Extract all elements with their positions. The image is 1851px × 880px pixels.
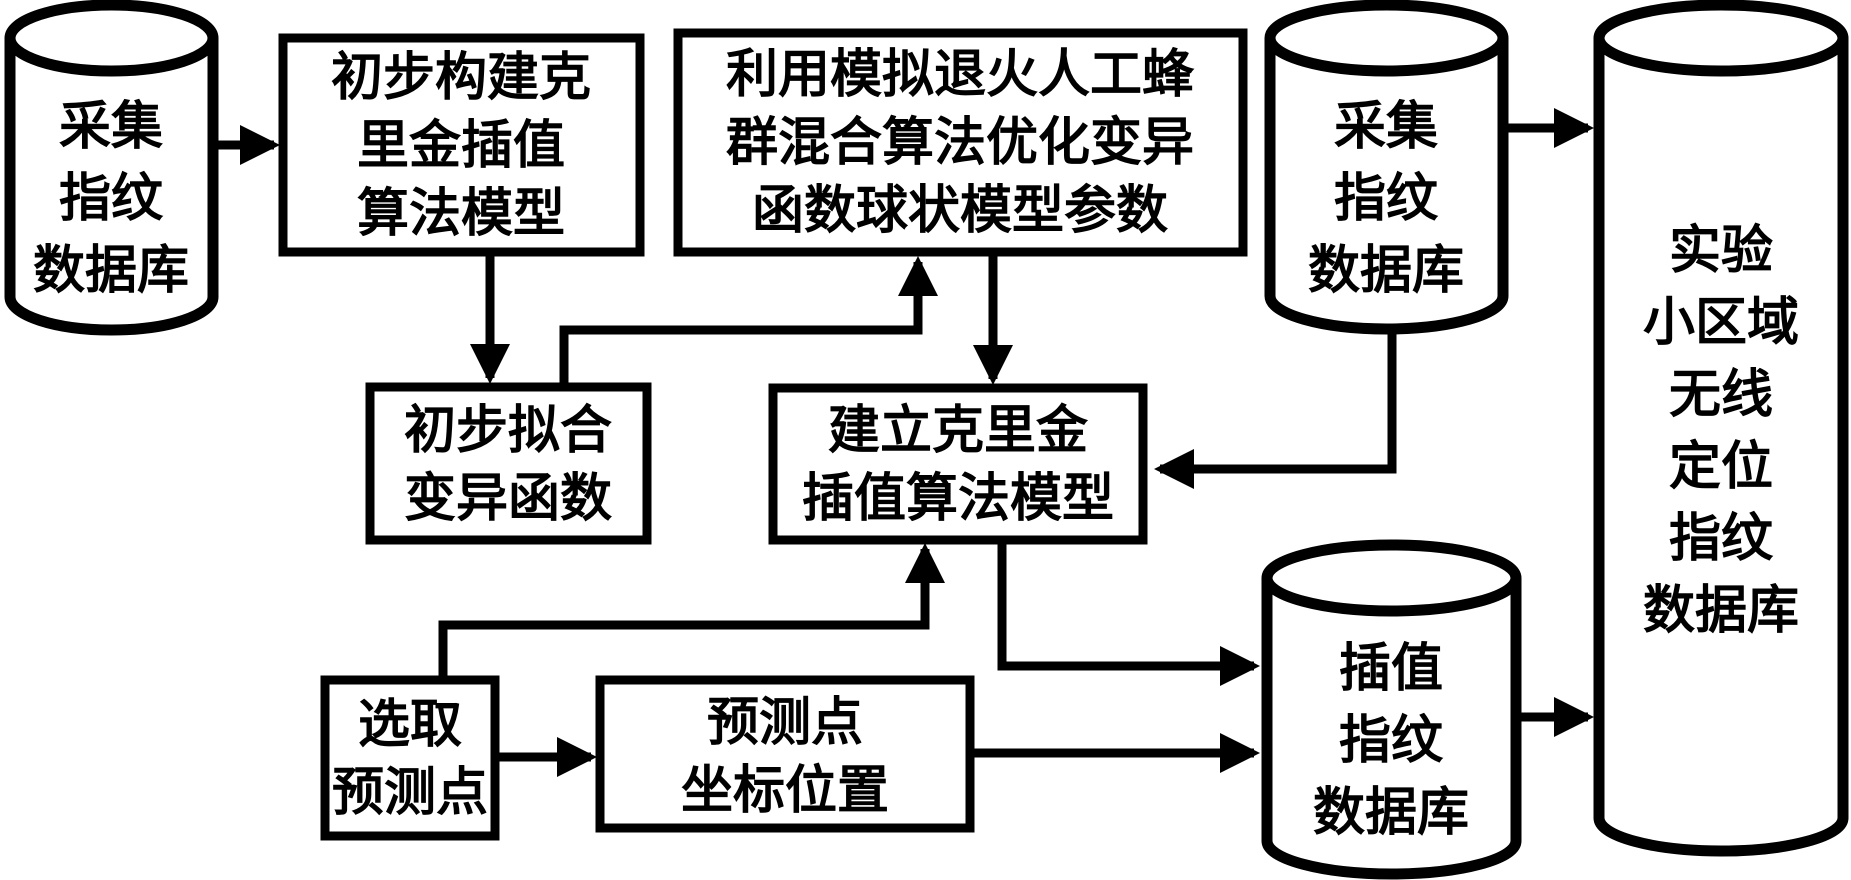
node-optimize-box: 利用模拟退火人工蜂 群混合算法优化变异 函数球状模型参数 [673, 28, 1248, 257]
node-experiment-db: 实验 小区域 无线 定位 指纹 数据库 [1593, 0, 1849, 857]
node-label-line: 插值 [1339, 638, 1443, 699]
process-box [320, 675, 500, 841]
arrows [215, 108, 1594, 777]
node-label-line: 变异函数 [404, 468, 612, 529]
process-box [595, 675, 975, 833]
node-establish-kriging-box: 建立克里金 插值算法模型 [768, 383, 1148, 545]
arrow-fit-box-to-optimize-box [559, 256, 938, 386]
node-label-line: 坐标位置 [681, 760, 889, 821]
database-cylinder-icon [1593, 38, 1849, 857]
node-label-line: 小区域 [1643, 292, 1799, 353]
database-cylinder-icon [4, 38, 219, 336]
node-label-line: 利用模拟退火人工蜂 [726, 44, 1195, 105]
node-label-line: 初步拟合 [404, 400, 612, 461]
node-label-line: 里金插值 [357, 115, 565, 176]
node-label-line: 采集 [59, 96, 163, 157]
node-label-line: 选取 [358, 694, 462, 755]
node-label-line: 定位 [1669, 436, 1773, 497]
database-cylinder-icon [1264, 38, 1509, 335]
node-label-line: 数据库 [1308, 240, 1464, 301]
arrow-establish-box-to-interp-db [997, 542, 1260, 686]
node-label-line: 算法模型 [357, 183, 565, 244]
database-cylinder-top [1593, 0, 1849, 77]
node-interp-db: 插值 指纹 数据库 [1261, 539, 1522, 880]
node-label-line: 指纹 [1669, 508, 1774, 569]
node-label-line: 采集 [1334, 96, 1438, 157]
node-label-line: 数据库 [33, 240, 189, 301]
database-cylinder-icon [1261, 578, 1522, 880]
node-collect-db-right: 采集 指纹 数据库 [1264, 0, 1509, 335]
process-box [768, 383, 1148, 545]
node-label-line: 预测点 [707, 692, 863, 753]
node-label-line: 插值算法模型 [802, 468, 1114, 529]
node-select-points-box: 选取 预测点 [320, 675, 500, 841]
node-label-line: 初步构建克 [331, 47, 591, 108]
node-label-line: 实验 [1669, 220, 1773, 281]
node-label-line: 建立克里金 [828, 400, 1089, 461]
node-label-line: 群混合算法优化变异 [726, 112, 1194, 173]
node-label-line: 数据库 [1313, 782, 1469, 843]
node-label-line: 数据库 [1643, 580, 1799, 641]
node-label-line: 无线 [1669, 364, 1773, 425]
arrow-select-box-to-establish-box [438, 543, 945, 678]
process-box [278, 33, 645, 257]
database-cylinder-top [1264, 0, 1509, 77]
node-fit-variogram-box: 初步拟合 变异函数 [365, 382, 652, 545]
node-label-line: 指纹 [1339, 710, 1444, 771]
database-cylinder-top [4, 0, 219, 77]
node-point-coords-box: 预测点 坐标位置 [595, 675, 975, 833]
node-build-kriging-box: 初步构建克 里金插值 算法模型 [278, 33, 645, 257]
process-box [365, 382, 652, 545]
database-cylinder-top [1261, 539, 1522, 617]
arrow-collectdb-right-to-establish-box [1154, 328, 1397, 489]
node-label-line: 指纹 [59, 168, 164, 229]
node-label-line: 函数球状模型参数 [752, 180, 1168, 241]
node-label-line: 预测点 [332, 762, 488, 823]
node-collect-db-left: 采集 指纹 数据库 [4, 0, 219, 336]
node-label-line: 指纹 [1334, 168, 1439, 229]
process-box [673, 28, 1248, 257]
